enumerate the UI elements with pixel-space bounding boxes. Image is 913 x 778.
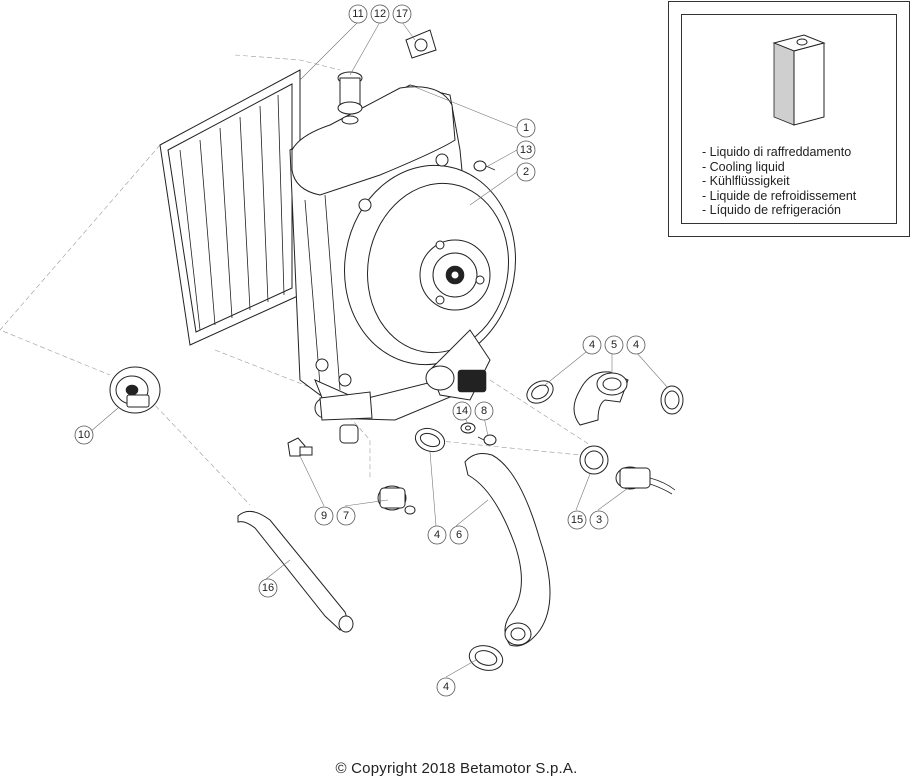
circlip	[579, 445, 609, 475]
callout-1: 1	[516, 118, 536, 138]
legend-item-fr: - Liquide de refroidissement	[702, 188, 857, 203]
svg-text:4: 4	[443, 681, 449, 693]
callout-16: 16	[258, 578, 278, 598]
svg-text:12: 12	[374, 8, 386, 20]
large-hose	[464, 453, 551, 647]
callout-6: 6	[449, 525, 469, 545]
callout-2: 2	[516, 162, 536, 182]
assembly-dashed-lines	[0, 54, 591, 506]
elbow-hose	[573, 371, 629, 426]
callout-10: 10	[74, 425, 94, 445]
radiator-cap	[109, 366, 161, 414]
hose-clamp-d	[468, 645, 504, 671]
legend-item-de: - Kühlflüssigkeit	[702, 174, 790, 188]
hose-clamp-a	[526, 380, 554, 404]
svg-text:17: 17	[396, 8, 408, 20]
svg-text:9: 9	[321, 510, 327, 522]
legend-item-es: - Líquido de refrigeración	[702, 203, 841, 217]
filler-neck	[337, 71, 363, 125]
svg-text:14: 14	[456, 405, 468, 417]
outlet-spigot	[314, 391, 373, 421]
svg-text:4: 4	[589, 339, 595, 351]
hose-clamp-c	[414, 427, 446, 453]
callout-8: 8	[474, 401, 494, 421]
svg-text:6: 6	[456, 529, 462, 541]
svg-text:5: 5	[611, 339, 617, 351]
svg-text:16: 16	[262, 582, 274, 594]
callout-3: 3	[589, 510, 609, 530]
radiator-grille	[159, 69, 301, 346]
copyright-notice: © Copyright 2018 Betamotor S.p.A.	[335, 760, 578, 777]
coolant-legend-box: - Liquido di raffreddamento - Cooling li…	[668, 1, 910, 237]
svg-text:2: 2	[523, 166, 529, 178]
callout-11: 11	[348, 4, 368, 24]
hose-clamp-b	[660, 385, 684, 415]
callout-4-a: 4	[582, 335, 602, 355]
temperature-sensor	[615, 466, 676, 495]
svg-text:3: 3	[596, 514, 602, 526]
callout-17: 17	[392, 4, 412, 24]
screw-13	[473, 160, 496, 172]
callout-14: 14	[452, 401, 472, 421]
drain-bolt	[287, 437, 313, 457]
callout-9: 9	[314, 506, 334, 526]
cooling-fan	[344, 153, 516, 401]
rubber-bush	[377, 485, 416, 515]
callout-15: 15	[567, 510, 587, 530]
svg-text:15: 15	[571, 514, 583, 526]
callout-4-c: 4	[427, 525, 447, 545]
clip	[405, 29, 437, 59]
svg-text:4: 4	[434, 529, 440, 541]
svg-text:10: 10	[78, 429, 90, 441]
svg-text:13: 13	[520, 144, 532, 156]
leader-lines	[89, 21, 669, 678]
svg-text:7: 7	[343, 510, 349, 522]
callout-4-d: 4	[436, 677, 456, 697]
screw-8	[477, 434, 497, 446]
fan-connector	[425, 365, 487, 393]
svg-text:8: 8	[481, 405, 487, 417]
callout-12: 12	[370, 4, 390, 24]
coolant-legend-inner: - Liquido di raffreddamento - Cooling li…	[681, 14, 897, 224]
callout-7: 7	[336, 506, 356, 526]
svg-text:11: 11	[352, 8, 363, 20]
small-hose	[237, 510, 354, 633]
coolant-container-icon	[772, 34, 826, 126]
svg-text:4: 4	[633, 339, 639, 351]
callout-5: 5	[604, 335, 624, 355]
callout-4-b: 4	[626, 335, 646, 355]
callout-13: 13	[516, 140, 536, 160]
legend-item-it: - Liquido di raffreddamento	[702, 145, 852, 159]
coolant-legend-list: - Liquido di raffreddamento - Cooling li…	[702, 145, 856, 218]
legend-item-en: - Cooling liquid	[702, 159, 785, 174]
washer	[460, 422, 476, 434]
svg-text:1: 1	[523, 122, 529, 134]
